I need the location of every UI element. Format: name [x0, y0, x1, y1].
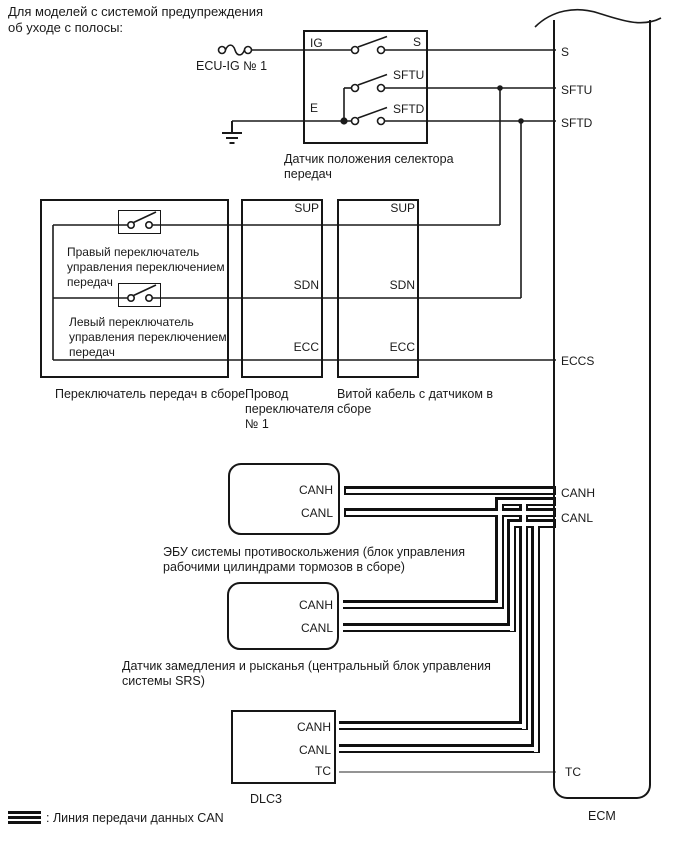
esc-pin-canh: CANH [298, 483, 333, 497]
pin-ecc: ECC [293, 340, 319, 354]
pin-s: S [413, 35, 422, 49]
can-core [346, 488, 554, 493]
switch-wire-caption-3: № 1 [245, 417, 269, 431]
legend-text: : Линия передачи данных CAN [46, 811, 224, 825]
yaw-caption-2: системы SRS) [122, 674, 205, 688]
right-switch-label-2: управления переключением [67, 260, 225, 274]
can-core [339, 723, 526, 728]
selector-caption-2: передач [284, 167, 332, 181]
yaw-pin-canh: CANH [298, 598, 333, 612]
left-switch-label-1: Левый переключатель [69, 315, 194, 329]
pin-sdn: SDN [293, 278, 319, 292]
yaw-pin-canl: CANL [300, 621, 333, 635]
esc-caption-2: рабочими цилиндрами тормозов в сборе) [163, 560, 405, 574]
paddle-switch-icons [127, 211, 157, 302]
dlc3-pin-tc: TC [315, 764, 331, 778]
esc-caption-1: ЭБУ системы противоскольжения (блок упра… [163, 545, 465, 559]
dlc3-pin-canh: CANH [296, 720, 331, 734]
pin-e: E [310, 101, 319, 115]
ecm-pin-tc: TC [565, 765, 581, 779]
selector-sensor-box [303, 30, 428, 144]
header-line2: об уходе с полосы: [8, 20, 124, 35]
pin-sup2: SUP [390, 201, 415, 215]
can-core [497, 499, 502, 607]
pin-sftu: SFTU [393, 68, 425, 82]
ecm-pin-canl: CANL [561, 511, 594, 525]
assembly-caption: Переключатель передач в сборе [55, 387, 246, 401]
dlc3-pin-canl: CANL [298, 743, 331, 757]
yaw-sensor-box [227, 582, 339, 650]
pin-ecc2: ECC [389, 340, 415, 354]
ecm-pin-sftd: SFTD [561, 116, 593, 130]
can-core [521, 501, 526, 729]
ecm-pin-canh: CANH [561, 486, 596, 500]
esc-ecu-box [228, 463, 340, 535]
fuse-label: ECU-IG № 1 [196, 59, 268, 73]
twisted-cable-caption-2: сборе [337, 402, 372, 416]
twisted-cable-caption-1: Витой кабель с датчиком в [337, 387, 494, 401]
left-switch-label-3: передач [69, 345, 115, 359]
can-core [346, 510, 554, 515]
ecm-pin-s: S [561, 45, 570, 59]
shift-switch-assembly-box [40, 199, 229, 378]
twisted-cable-box [337, 199, 419, 378]
ecm-caption: ECM [588, 809, 616, 823]
selector-switch-icons [340, 35, 388, 126]
pin-ig: IG [310, 36, 323, 50]
esc-pin-canl: CANL [300, 506, 333, 520]
can-line-legend-icon [8, 811, 41, 814]
pin-sup: SUP [294, 201, 319, 215]
switch-wire-caption-2: переключателя [245, 402, 335, 416]
can-core [339, 746, 538, 751]
pin-sftd: SFTD [393, 102, 425, 116]
header-line1: Для моделей с системой предупреждения [8, 4, 264, 19]
dlc3-caption: DLC3 [250, 792, 282, 806]
right-paddle-switch-box [118, 210, 161, 234]
left-paddle-switch-box [118, 283, 161, 307]
ecm-box [553, 20, 651, 799]
right-switch-label-3: передач [67, 275, 113, 289]
can-core [343, 602, 502, 607]
can-core [533, 523, 538, 752]
left-switch-label-2: управления переключением [69, 330, 227, 344]
switch-wire-caption-1: Провод [245, 387, 289, 401]
can-core [343, 625, 514, 630]
can-line-legend-icon [8, 816, 41, 819]
can-core [509, 521, 514, 631]
yaw-caption-1: Датчик замедления и рысканья (центральны… [122, 659, 491, 673]
dlc3-box [231, 710, 336, 784]
can-core [497, 499, 554, 504]
right-switch-label-1: Правый переключатель [67, 245, 200, 259]
can-core [509, 521, 554, 526]
ecm-pin-eccs: ECCS [561, 354, 595, 368]
ecm-pin-sftu: SFTU [561, 83, 593, 97]
pin-sdn2: SDN [389, 278, 415, 292]
ground-icon [222, 121, 242, 144]
switch-wire-box [241, 199, 323, 378]
fuse-icon [217, 44, 253, 56]
selector-caption-1: Датчик положения селектора [284, 152, 454, 166]
can-line-legend-icon [8, 821, 41, 824]
